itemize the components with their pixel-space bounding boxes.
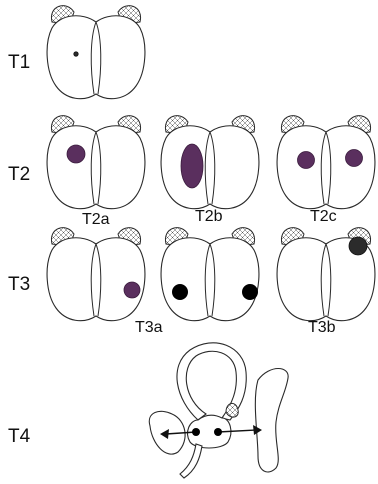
t4-invasion-drawing: [149, 343, 288, 478]
tumor-t3-extracapsular: [124, 282, 140, 298]
stage-label-t4: T4: [8, 426, 31, 447]
tumor-t4-left: [192, 428, 200, 436]
gland-t3b: [277, 228, 375, 321]
tumor-t3b-seminal-vesicle: [349, 237, 367, 255]
gland-t2a: [47, 116, 145, 209]
gland-t3a: [161, 228, 259, 321]
substage-label-t3b: T3b: [308, 319, 336, 336]
tumor-t4-right: [214, 428, 222, 436]
tumor-t2c-left: [298, 152, 315, 169]
urethra: [180, 444, 202, 478]
substage-label-t2c: T2c: [310, 208, 337, 225]
gland-t3-left: [47, 228, 145, 321]
tumor-focus-t1: [74, 52, 78, 56]
tumor-t2c-right: [346, 150, 363, 167]
tumor-t2a: [67, 145, 85, 163]
lymph-node-left: [172, 284, 188, 300]
substage-label-t3a: T3a: [135, 319, 163, 336]
stage-label-t1: T1: [8, 52, 30, 73]
gland-t2b: [161, 116, 259, 209]
gland-t2c: [277, 116, 375, 209]
seminal-vesicle: [226, 403, 238, 417]
stage-label-t2: T2: [8, 164, 30, 185]
tumor-t2b: [181, 144, 203, 188]
substage-label-t2b: T2b: [195, 208, 223, 225]
stage-label-t3: T3: [8, 274, 30, 295]
gland-t1: [47, 6, 145, 99]
right-organ: [255, 369, 288, 473]
lymph-node-right: [242, 284, 258, 300]
substage-label-t2a: T2a: [82, 211, 110, 228]
